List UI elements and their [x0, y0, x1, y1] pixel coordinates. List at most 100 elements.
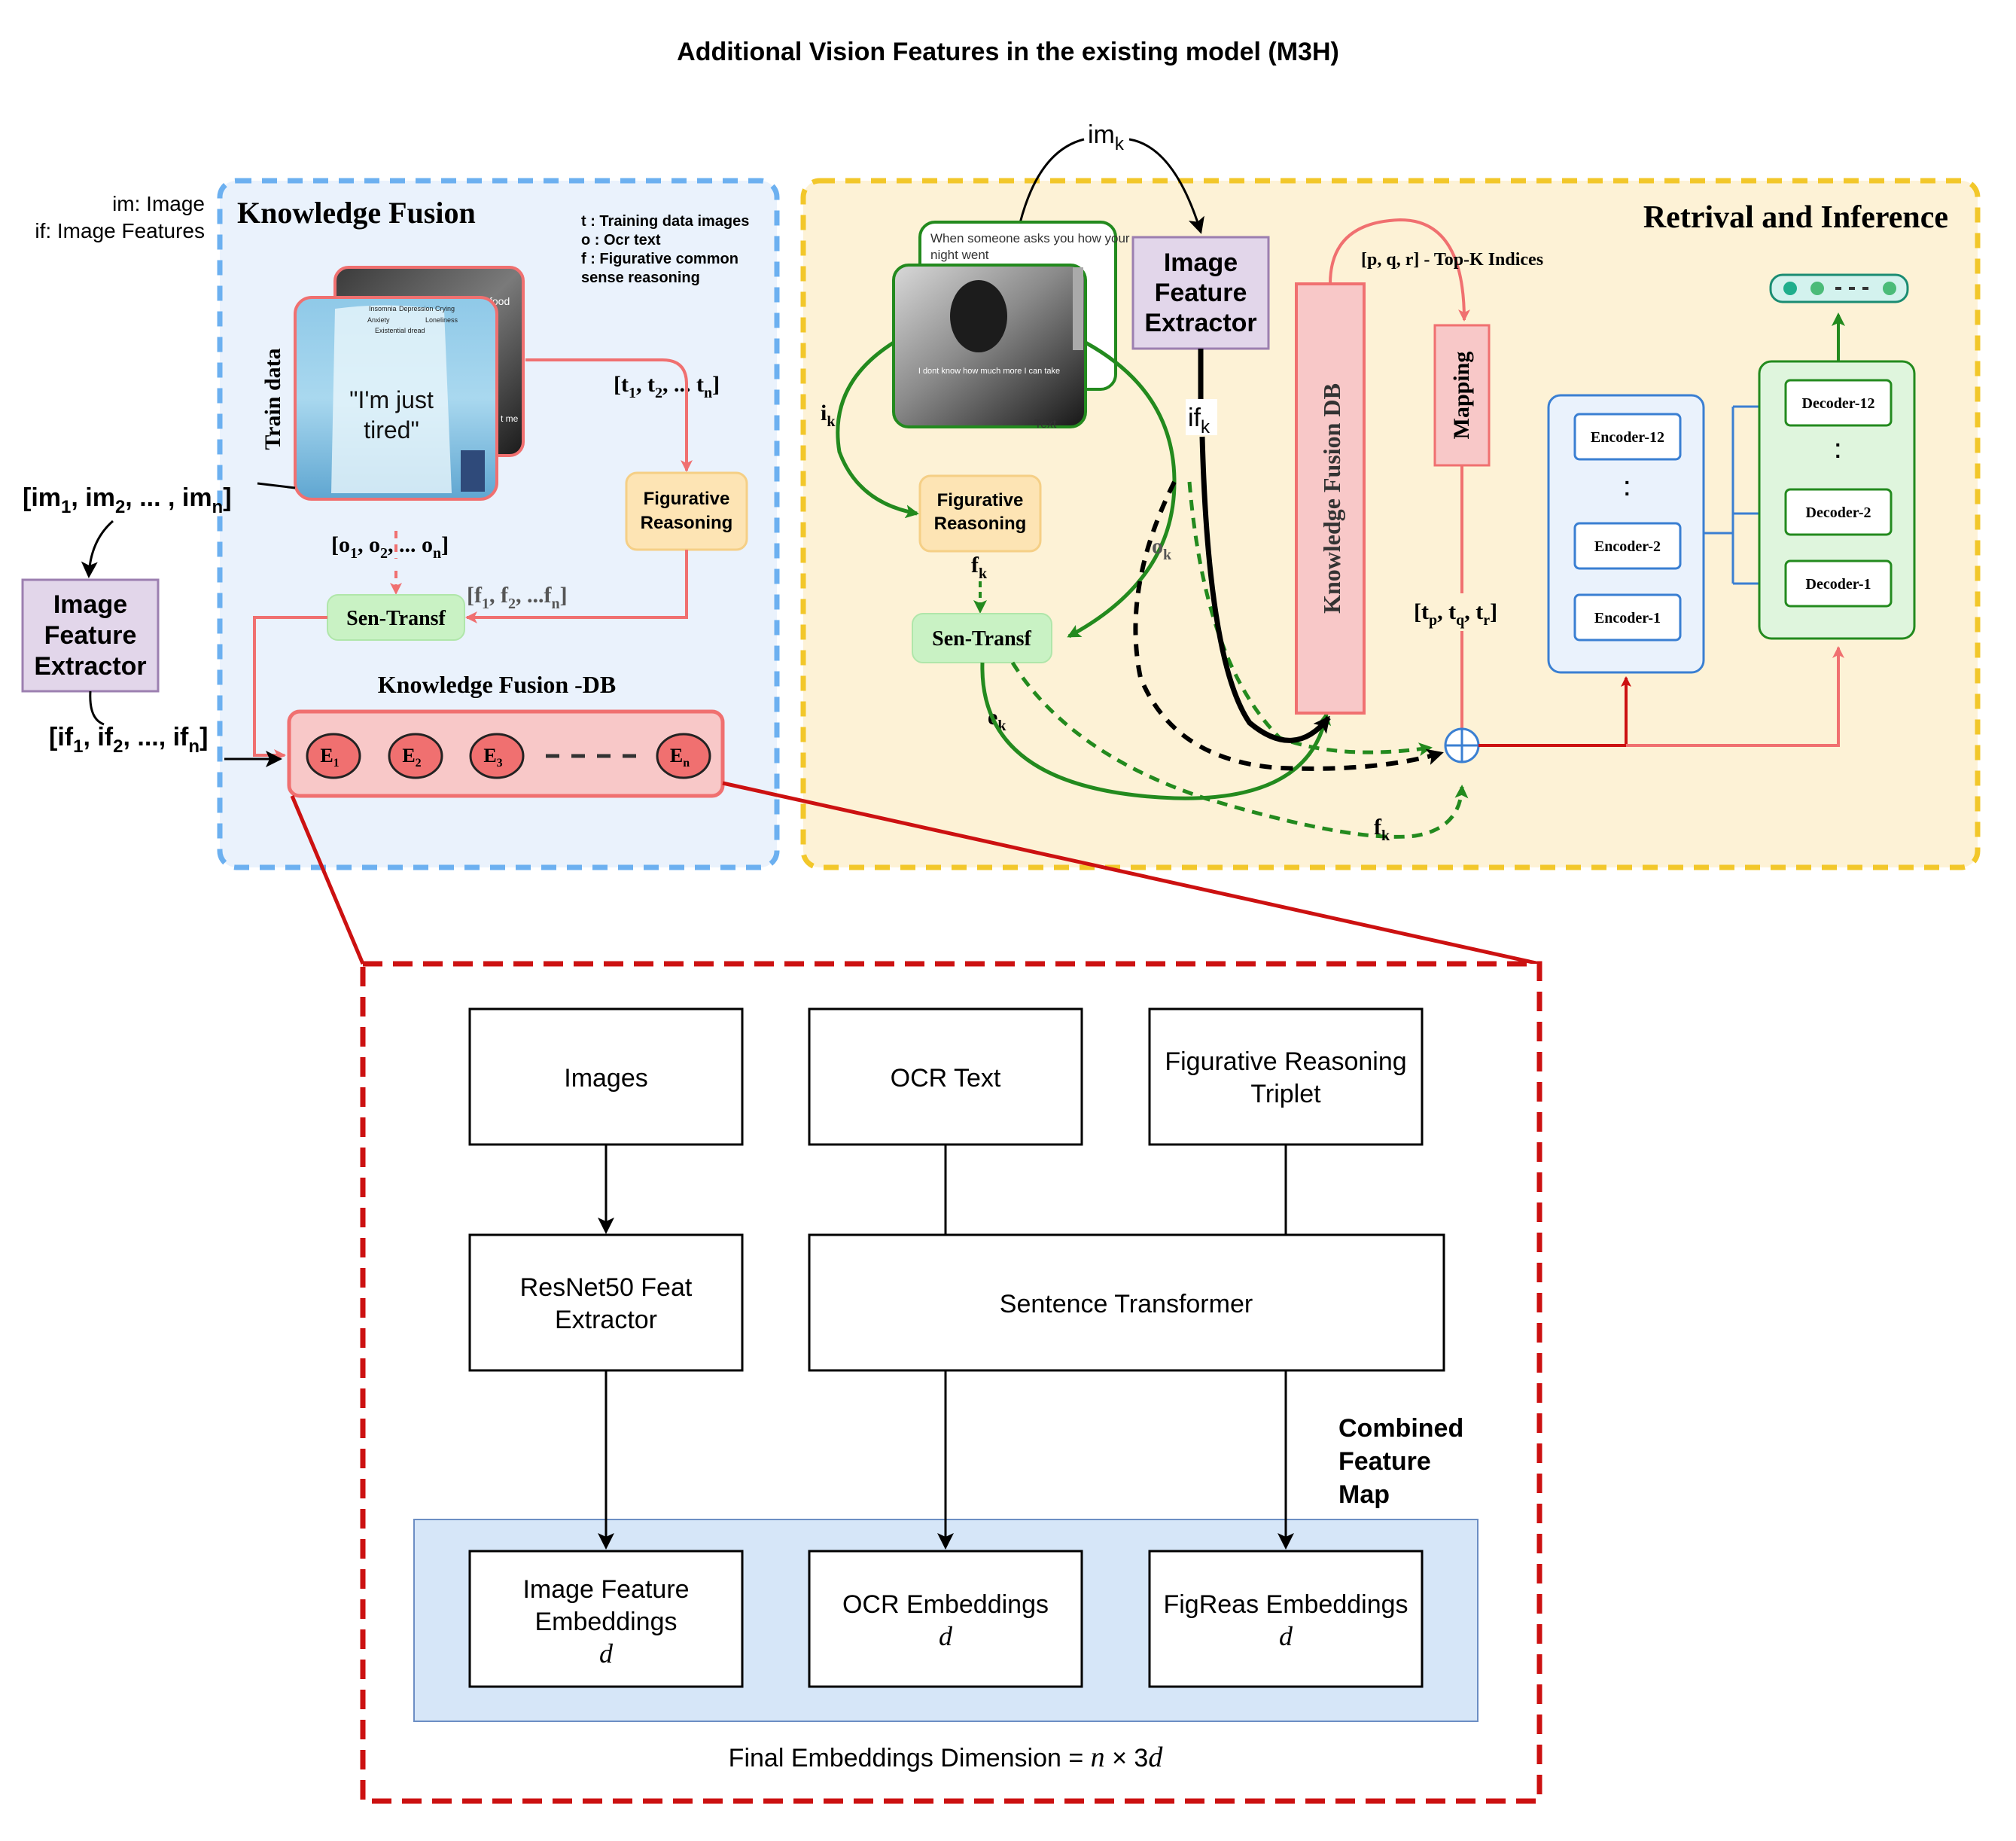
connector-meme-to-list	[257, 482, 296, 489]
meme-text-line1: "I'm just	[349, 386, 434, 413]
fig-triplet-label-2: Triplet	[1250, 1080, 1321, 1108]
sen-transf-right-label: Sen-Transf	[932, 627, 1031, 651]
resnet-label-2: Extractor	[555, 1306, 657, 1334]
fig-emb-label: FigReas Embeddings	[1163, 1590, 1408, 1619]
zoom-line-right	[722, 781, 1540, 966]
arrow-fig-to-sen	[465, 550, 688, 623]
fig-reasoning-box-right	[918, 474, 1042, 553]
kf-db-entry-n: En	[656, 733, 711, 779]
fig-reasoning-box-left	[625, 471, 748, 551]
sentence-transformer-label: Sentence Transformer	[1000, 1290, 1253, 1318]
combined-label-1: Combined	[1338, 1414, 1463, 1443]
extractor-right-l2: Feature	[1155, 279, 1247, 307]
encoder-2	[1573, 522, 1682, 570]
svg-text:E1: E1	[320, 745, 339, 770]
images-box	[468, 1007, 744, 1146]
t-list-label: [t1, t2, ... tn]	[614, 372, 720, 401]
query-meme-side: Text	[1034, 418, 1057, 431]
if-k-label: ifk	[1188, 404, 1211, 437]
query-meme-caption-1: When someone asks you how your	[930, 231, 1130, 245]
kf-db-title: Knowledge Fusion -DB	[378, 671, 616, 698]
arrow-image-to-extractor	[1019, 138, 1201, 232]
diagram-title: Additional Vision Features in the existi…	[677, 38, 1339, 66]
meme-small-3: Crying	[435, 305, 455, 312]
image-emb-dim: d	[599, 1638, 614, 1669]
fig-triplet-box	[1148, 1007, 1424, 1146]
legend-t: t : Training data images	[581, 213, 749, 230]
o-k-label: ok	[1152, 534, 1172, 563]
image-feature-extractor-left	[21, 578, 160, 693]
f-list-label: [f1, f2, ...fn]	[467, 583, 568, 612]
arrow-sen-dashed-to-plus	[1010, 661, 1469, 839]
image-embeddings-box	[468, 1550, 744, 1688]
feature-list-label: [if1, if2, ..., ifn]	[49, 723, 208, 757]
extractor-right-l1: Image	[1164, 248, 1238, 277]
i-k-label: ik	[821, 401, 836, 430]
image-emb-label-2: Embeddings	[534, 1608, 677, 1636]
meme-small-5: Loneliness	[425, 316, 458, 324]
arrow-ifk-to-kfdb	[1198, 349, 1329, 743]
f-k-label: fk	[971, 553, 988, 582]
combined-label-3: Map	[1338, 1480, 1390, 1509]
resnet-box	[468, 1233, 744, 1372]
resnet-label-1: ResNet50 Feat	[520, 1273, 693, 1302]
kf-db-vertical	[1295, 282, 1366, 715]
arrow-sen-to-kfdb	[980, 662, 1332, 800]
query-meme-caption-2: night went	[930, 248, 989, 262]
legend-o: o : Ocr text	[581, 232, 661, 248]
encoder-12-label: Encoder-12	[1591, 429, 1664, 446]
extractor-right-l3: Extractor	[1144, 309, 1256, 337]
arrow-kfdb-to-mapping	[1329, 218, 1470, 322]
extractor-left-l2: Feature	[44, 621, 137, 650]
if-k-bg	[1186, 399, 1217, 435]
tpqr-label: [tp, tq, tr]	[1414, 599, 1497, 629]
meme-stack: food t me Insomnia Depression Crying Anx…	[294, 266, 525, 501]
svg-text:En: En	[670, 745, 690, 770]
zoom-line-left	[290, 795, 365, 965]
sentence-transformer-box	[808, 1233, 1445, 1372]
arrow-plus-to-decoder	[1626, 646, 1844, 747]
fig-reasoning-left-2: Reasoning	[641, 513, 733, 533]
legend-if: if: Image Features	[35, 219, 205, 242]
kf-db-vertical-label: Knowledge Fusion DB	[1318, 383, 1345, 614]
legend-f: f : Figurative common	[581, 251, 738, 267]
f-k-bottom-label: fk	[1374, 815, 1390, 844]
ocr-emb-label: OCR Embeddings	[842, 1590, 1049, 1619]
image-emb-label-1: Image Feature	[522, 1575, 689, 1604]
meme-small-2: Depression	[399, 305, 434, 312]
fig-reasoning-right-2: Reasoning	[934, 514, 1027, 534]
extractor-left-l1: Image	[53, 590, 127, 619]
kf-db-entry-1: E1	[306, 733, 361, 779]
arrow-ifk-dashed-to-plus	[1133, 480, 1444, 771]
iceberg-shape	[331, 305, 452, 493]
retrieval-title: Retrival and Inference	[1643, 200, 1948, 235]
arrow-image-to-fig	[836, 340, 919, 519]
final-embeddings-label: Final Embeddings Dimension = n × 3d	[729, 1742, 1164, 1773]
decoder-1	[1784, 559, 1893, 608]
arrow-ocr-dashed-to-plus	[1187, 481, 1433, 757]
svg-text:E3: E3	[483, 745, 502, 770]
mapping-label: Mapping	[1449, 352, 1474, 440]
decoder-dots-2: ·	[1835, 444, 1841, 468]
kf-db-entry-3: E3	[469, 733, 525, 779]
extractor-left-l3: Extractor	[34, 652, 146, 681]
fig-emb-dim: d	[1279, 1621, 1293, 1651]
ocr-text-box	[808, 1007, 1083, 1146]
ocr-embeddings-box	[808, 1550, 1083, 1688]
meme-small-4: Anxiety	[367, 316, 390, 324]
ocr-emb-dim: d	[939, 1621, 953, 1651]
sen-transf-left-label: Sen-Transf	[346, 607, 446, 630]
fig-reasoning-right-1: Figurative	[937, 490, 1024, 511]
connector-extractor-to-feats	[89, 690, 105, 726]
meme-small-1: Insomnia	[369, 305, 397, 312]
image-feature-extractor-right	[1131, 236, 1270, 350]
output-tokens-icon	[1769, 273, 1909, 303]
meme-small-6: Existential dread	[375, 327, 425, 334]
query-meme-blinds	[1073, 267, 1083, 350]
legend-im: im: Image	[112, 192, 205, 215]
query-meme-bottom: I dont know how much more I can take	[918, 367, 1060, 376]
legend-f-cont: sense reasoning	[581, 270, 700, 286]
meme-text-line2: tired"	[364, 416, 419, 443]
decoder-12	[1784, 379, 1893, 427]
